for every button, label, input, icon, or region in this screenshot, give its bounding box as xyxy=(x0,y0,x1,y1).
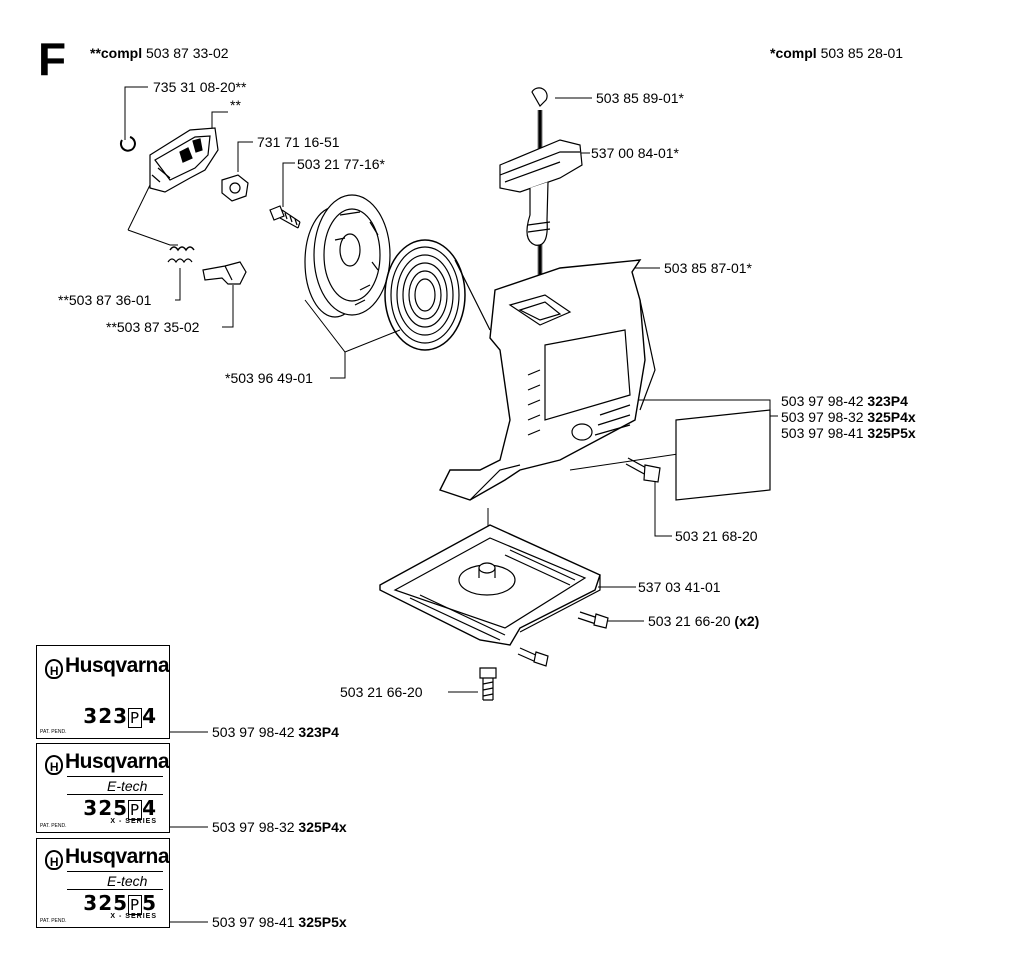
part-label-decal-323p4: 503 97 98-42 323P4 xyxy=(781,393,908,409)
part-label-pawl: **503 87 35-02 xyxy=(106,319,200,335)
header-right-assembly: *compl 503 85 28-01 xyxy=(770,45,904,61)
plate-screw-x2-part xyxy=(517,611,609,667)
part-label-pulley-screw: 503 21 77-16* xyxy=(297,156,385,172)
recoil-spring-part xyxy=(384,239,491,351)
decal-pat-pend: PAT. PEND. xyxy=(40,918,67,924)
decal-brand: Husqvarna xyxy=(65,750,170,773)
decal-pat-pend: PAT. PEND. xyxy=(40,823,67,829)
part-label-base-plate: 537 03 41-01 xyxy=(638,579,721,595)
part-label-decal-1: 503 97 98-42 323P4 xyxy=(212,724,339,740)
decal-rule xyxy=(67,776,163,777)
part-label-plate-screw-x2: 503 21 66-20 (x2) xyxy=(648,613,760,629)
decal-sheet-part xyxy=(675,409,771,501)
decal-rule xyxy=(67,889,163,890)
base-plate-part xyxy=(379,524,601,646)
decal-pat-pend: PAT. PEND. xyxy=(40,729,67,735)
husqvarna-crown-icon: H xyxy=(45,659,63,679)
rope-pulley-part xyxy=(304,194,391,318)
decal-series: X - SERIES xyxy=(110,913,157,920)
circlip-part xyxy=(119,136,136,152)
pawl-part xyxy=(202,261,247,285)
decal-brand: Husqvarna xyxy=(65,654,170,677)
starter-housing-part xyxy=(439,259,656,501)
decal-series: X - SERIES xyxy=(110,818,157,825)
husqvarna-crown-icon: H xyxy=(45,850,63,870)
part-label-pulley-kit: *503 96 49-01 xyxy=(225,370,313,386)
screw-part xyxy=(269,205,301,229)
part-label-bottom-screw: 503 21 66-20 xyxy=(340,684,423,700)
decal-rule xyxy=(67,794,163,795)
husqvarna-crown-icon: H xyxy=(45,755,63,775)
part-label-nut: 731 71 16-51 xyxy=(257,134,340,150)
part-label-decal-325p5x: 503 97 98-41 325P5x xyxy=(781,425,916,441)
section-letter: F xyxy=(38,33,67,85)
decal-brand: Husqvarna xyxy=(65,845,170,868)
part-label-decal-3: 503 97 98-41 325P5x xyxy=(212,914,347,930)
part-label-rope: 503 85 89-01* xyxy=(596,90,684,106)
housing-screw-part xyxy=(625,457,661,483)
pawl-spring-part xyxy=(167,246,195,264)
part-label-carrier: ** xyxy=(230,97,241,113)
pawl-carrier-part xyxy=(149,127,219,193)
header-left-assembly: **compl 503 87 33-02 xyxy=(90,45,229,61)
part-label-handle: 537 00 84-01* xyxy=(591,145,679,161)
part-label-housing-screw: 503 21 68-20 xyxy=(675,528,758,544)
bottom-screw-part xyxy=(479,667,497,701)
nut-part xyxy=(221,174,249,202)
decal-etech: E-tech xyxy=(107,873,148,889)
leader-lines xyxy=(124,86,778,923)
decal-etech: E-tech xyxy=(107,778,148,794)
part-label-circlip: 735 31 08-20** xyxy=(153,79,247,95)
part-label-spring: **503 87 36-01 xyxy=(58,292,152,308)
part-label-decal-325p4x: 503 97 98-32 325P4x xyxy=(781,409,916,425)
decal-rule xyxy=(67,871,163,872)
part-label-housing: 503 85 87-01* xyxy=(664,260,752,276)
part-label-decal-2: 503 97 98-32 325P4x xyxy=(212,819,347,835)
starter-handle-part xyxy=(499,139,583,246)
